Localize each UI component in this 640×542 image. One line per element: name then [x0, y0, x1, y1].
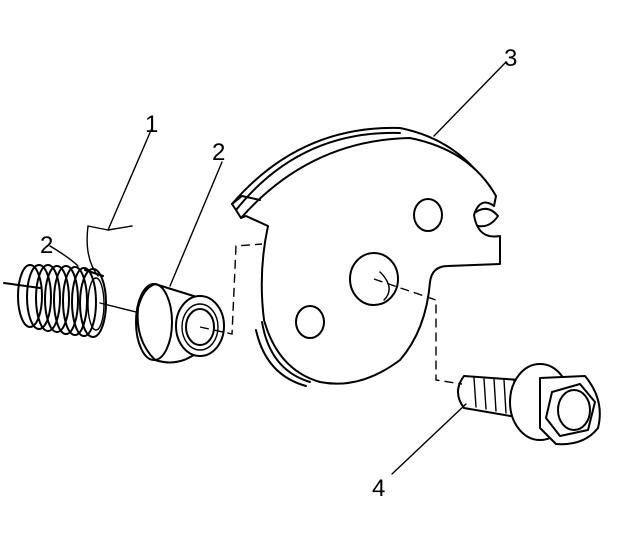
bushing	[135, 283, 225, 364]
callout-4: 4	[372, 475, 385, 502]
callout-2-bushing: 2	[212, 139, 225, 166]
callout-3: 3	[504, 45, 517, 72]
callout-2-spring: 2	[40, 232, 53, 259]
bolt	[457, 363, 601, 446]
spring	[3, 264, 107, 338]
callout-1: 1	[145, 111, 158, 138]
alignment-lines	[99, 243, 463, 385]
leader-lines	[49, 61, 507, 475]
plate	[231, 126, 501, 387]
